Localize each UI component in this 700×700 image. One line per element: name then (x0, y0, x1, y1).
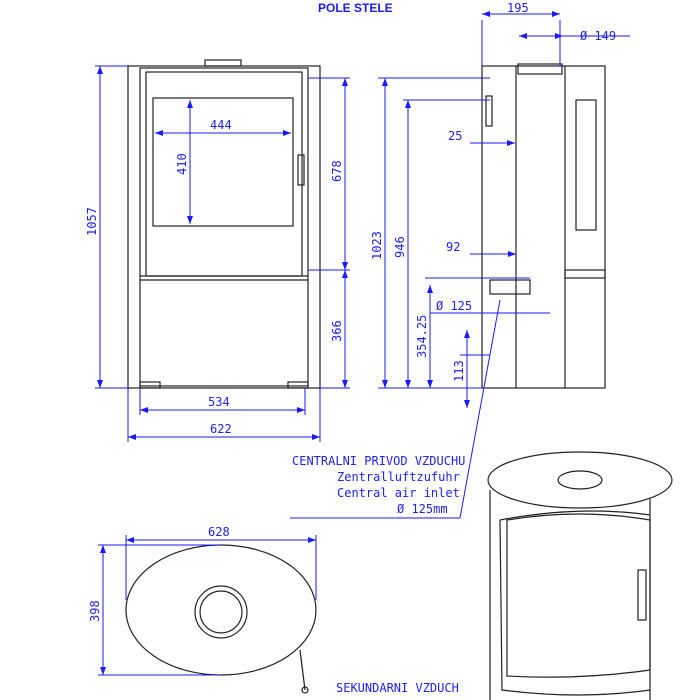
drawing-title: POLE STELE (318, 1, 393, 15)
dim-offset-25: 25 (448, 129, 462, 143)
dim-inlet-diameter: Ø 125 (436, 299, 472, 313)
side-dimensions: 195 Ø 149 1023 946 25 92 Ø 125 354.25 11… (370, 1, 630, 519)
dim-depth: 195 (507, 1, 529, 15)
dim-inlet-height: 354.25 (415, 315, 429, 358)
perspective-view (487, 451, 673, 700)
svg-text:Central air inlet: Central air inlet (337, 486, 460, 500)
dim-base-width: 534 (208, 395, 230, 409)
dim-height-total: 1057 (85, 207, 99, 236)
dim-door-height: 678 (330, 160, 344, 182)
central-air-note: CENTRALNI PRIVOD VZDUCHU Zentralluftzufu… (290, 454, 465, 519)
dim-top-height: 946 (393, 236, 407, 258)
svg-text:Zentralluftzufuhr: Zentralluftzufuhr (337, 470, 460, 484)
dim-top-depth: 398 (88, 600, 102, 622)
dim-top-width: 628 (208, 525, 230, 539)
dim-flue-diameter: Ø 149 (580, 29, 616, 43)
svg-text:Ø 125mm: Ø 125mm (397, 502, 448, 516)
dim-glass-height: 410 (175, 153, 189, 175)
dim-bottom-113: 113 (452, 360, 466, 382)
front-view (127, 59, 321, 389)
front-dimensions: 1057 678 366 444 410 534 622 (85, 65, 350, 442)
side-view (481, 63, 606, 389)
door-handle (297, 154, 305, 186)
top-view: 628 398 (88, 525, 317, 694)
svg-text:CENTRALNI PRIVOD VZDUCHU: CENTRALNI PRIVOD VZDUCHU (292, 454, 465, 468)
dim-total-width: 622 (210, 422, 232, 436)
dim-flue-height: 1023 (370, 231, 384, 260)
dim-lower-height: 366 (330, 320, 344, 342)
dim-offset-92: 92 (446, 240, 460, 254)
secondary-air-note: SEKUNDARNI VZDUCH (336, 681, 459, 695)
dim-glass-width: 444 (210, 118, 232, 132)
